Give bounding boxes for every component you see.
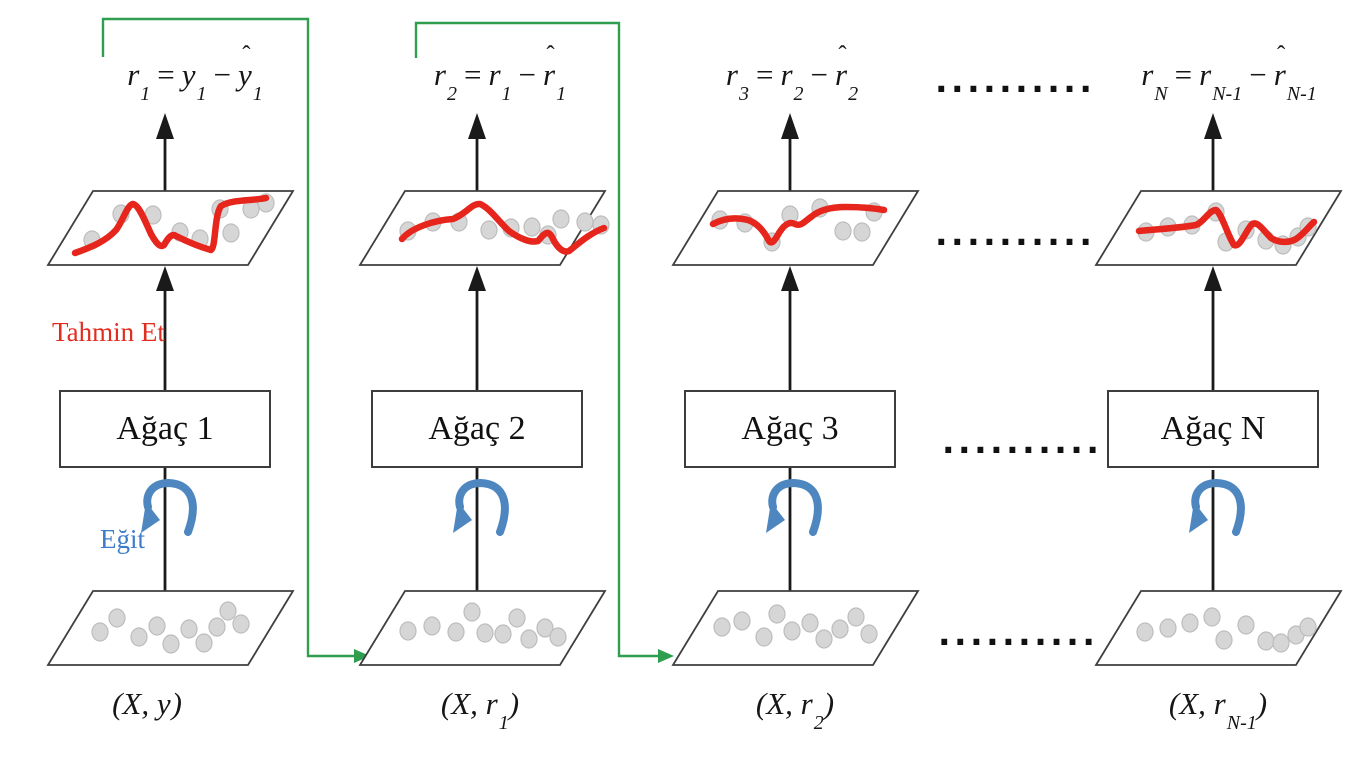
plot-to-formula-arrowhead [781,113,799,139]
dataset-label-3: (X, r2) [755,686,835,735]
hat-accent: ˆ [546,42,555,70]
train-curved-arrow [455,478,509,536]
tree-box-label: Ağaç 2 [428,410,526,447]
train-curved-arrow [1191,478,1245,536]
ellipsis-row-formulas: .......... [935,61,1096,100]
dataset-label-4: (X, rN-1) [1168,686,1268,735]
plot-to-formula-arrowhead [156,113,174,139]
ellipsis-row-plots: .......... [935,214,1096,253]
connector-arrowhead [658,649,674,663]
ellipsis-row-trees: .......... [942,422,1103,461]
train-curved-arrowhead [453,502,472,533]
residual-connector-2 [414,21,674,663]
tree-to-plot-arrowhead [156,266,174,291]
tree-box-label: Ağaç N [1160,410,1266,447]
tree-box-label: Ağaç 1 [116,410,214,447]
tree-to-plot-arrowhead [1204,266,1222,291]
training-scatter-dots [1136,607,1317,653]
ellipsis-row-datasets: .......... [938,614,1099,653]
tree-box-1: Ağaç 1 [59,390,271,468]
train-curved-arrowhead [1189,502,1208,533]
tree-box-3: Ağaç 3 [684,390,896,468]
column-1-graphics [46,113,295,666]
training-scatter-dots [91,601,250,654]
plot-to-formula-arrowhead [1204,113,1222,139]
tree-box-4: Ağaç N [1107,390,1319,468]
hat-accent: ˆ [838,42,847,70]
prediction-curve [1135,206,1318,249]
train-curved-arrowhead [766,502,785,533]
tree-to-plot-arrowhead [781,266,799,291]
tree-box-2: Ağaç 2 [371,390,583,468]
train-curved-arrow [143,478,197,536]
training-data-panel [46,590,295,666]
train-label: Eğit [100,524,145,554]
dataset-label-2: (X, r1) [440,686,520,735]
connector-line [101,17,356,658]
train-curved-arrow [768,478,822,536]
prediction-plot-panel [671,190,920,266]
dataset-label-1: (X, y) [112,686,182,721]
train-curved-arrowhead [141,502,160,533]
training-scatter-dots [399,602,567,649]
prediction-plot-panel [46,190,295,266]
column-4-graphics [1094,113,1343,666]
connector-line [414,21,660,658]
connector-arrowhead [354,649,370,663]
hat-accent: ˆ [1277,42,1286,70]
prediction-curve [709,203,888,246]
residual-connector-1 [101,17,370,663]
tree-to-plot-arrowhead [468,266,486,291]
prediction-curve [71,194,270,257]
column-2-graphics [358,113,610,666]
predict-label: Tahmin Et [52,317,165,347]
hat-accent: ˆ [242,42,251,70]
training-scatter-dots [713,604,878,649]
prediction-curve [398,200,608,255]
tree-box-label: Ağaç 3 [741,410,839,447]
plot-to-formula-arrowhead [468,113,486,139]
column-3-graphics [671,113,920,666]
